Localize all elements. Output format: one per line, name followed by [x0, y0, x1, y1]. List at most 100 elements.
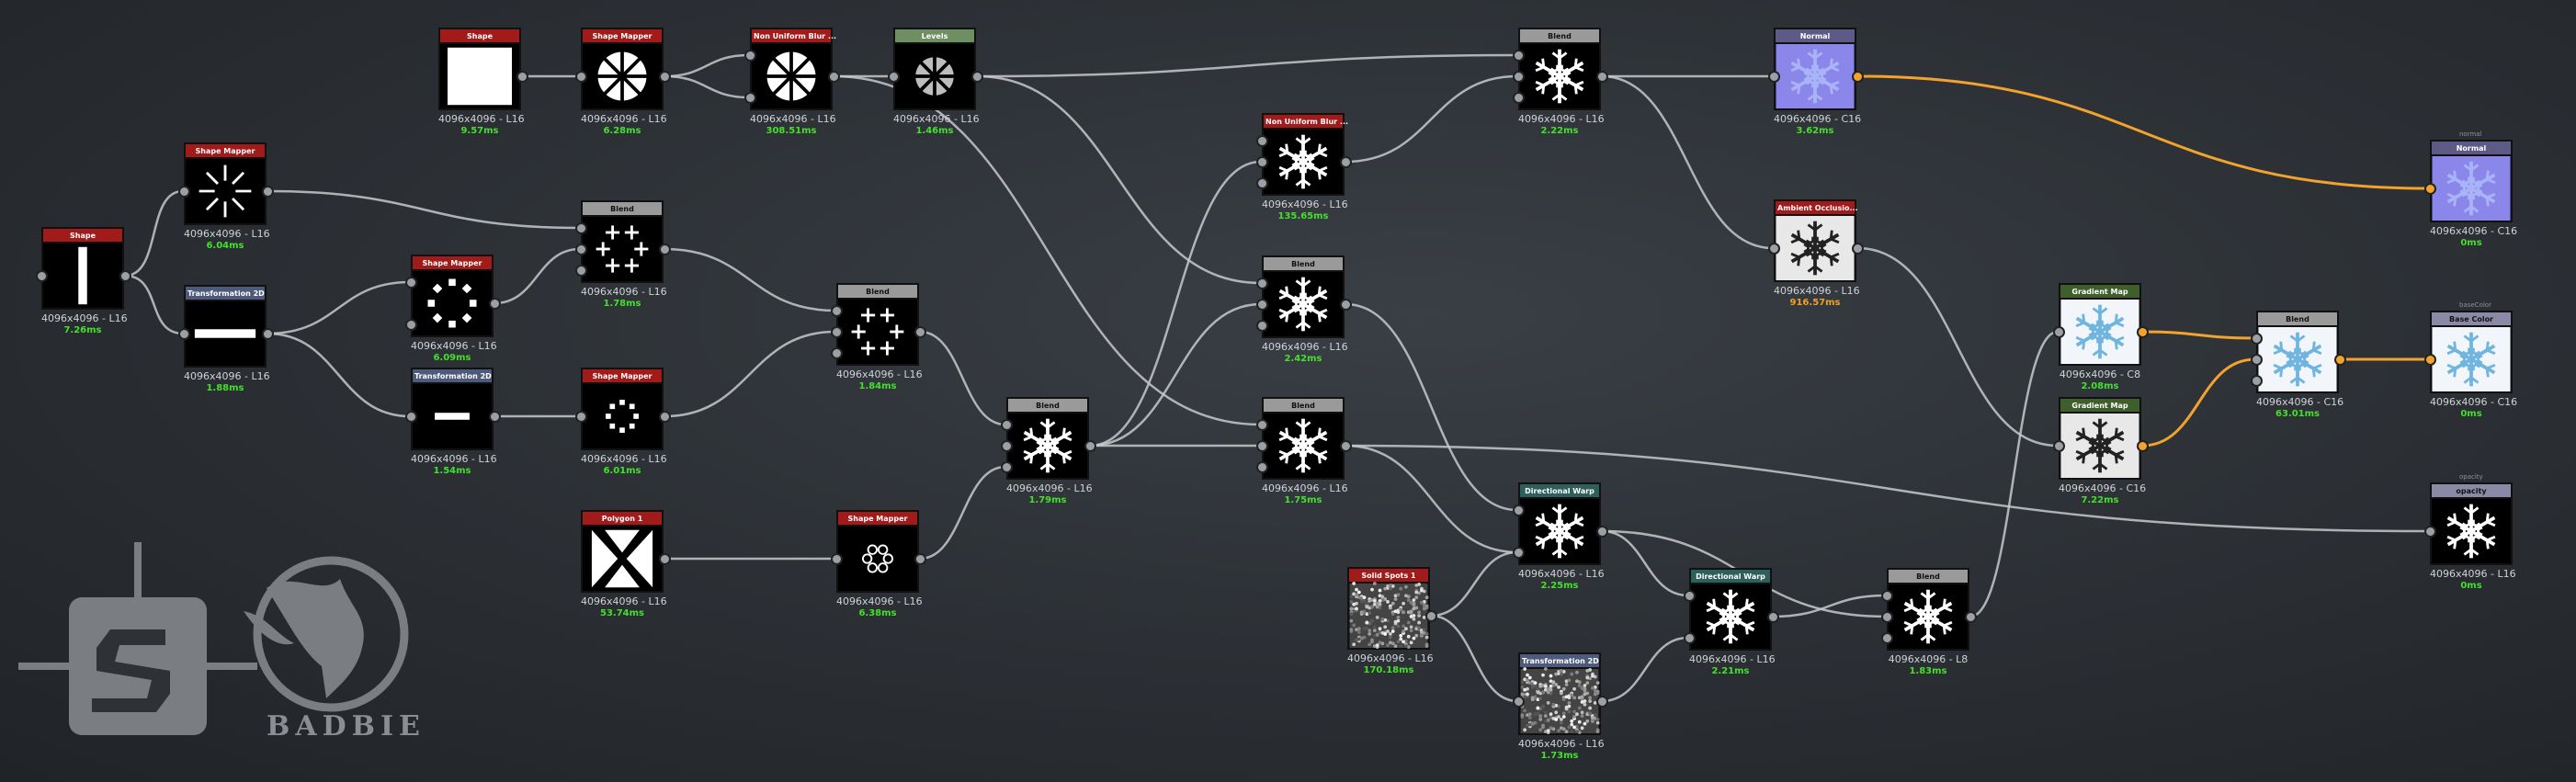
input-port[interactable]: [2424, 526, 2436, 538]
node-levels[interactable]: Levels 4096x4096 - L16 1.46ms: [893, 28, 980, 136]
input-port[interactable]: [36, 270, 48, 282]
node-blend_a[interactable]: Blend 4096x4096 - L16 1.78ms: [581, 200, 667, 309]
output-port[interactable]: [1596, 71, 1608, 83]
node-blend_f[interactable]: Blend 4096x4096 - L16 2.22ms: [1518, 28, 1605, 136]
node-gmap1[interactable]: Gradient Map 4096x4096 - C8 2.08ms: [2059, 283, 2141, 391]
input-port[interactable]: [1001, 440, 1013, 452]
input-port[interactable]: [178, 186, 190, 198]
input-port[interactable]: [1256, 461, 1268, 473]
input-port[interactable]: [1256, 299, 1268, 311]
input-port[interactable]: [2251, 333, 2263, 345]
node-sm_d[interactable]: Shape Mapper 4096x4096 - L16 6.38ms: [836, 510, 923, 618]
output-port[interactable]: [2137, 440, 2149, 452]
node-gmap2[interactable]: Gradient Map 4096x4096 - C16 7.22ms: [2059, 397, 2146, 505]
output-port[interactable]: [1596, 526, 1608, 538]
input-port[interactable]: [744, 92, 756, 104]
input-port[interactable]: [831, 326, 843, 338]
input-port[interactable]: [2251, 375, 2263, 387]
output-port[interactable]: [1084, 440, 1096, 452]
input-port[interactable]: [575, 244, 587, 255]
node-blend_h[interactable]: Blend 4096x4096 - C16 63.01ms: [2256, 311, 2343, 419]
input-port[interactable]: [2251, 354, 2263, 366]
input-port[interactable]: [1256, 419, 1268, 431]
output-port[interactable]: [262, 328, 274, 340]
input-port[interactable]: [2053, 440, 2065, 452]
input-port[interactable]: [1684, 632, 1696, 644]
output-port[interactable]: [516, 71, 528, 83]
input-port[interactable]: [405, 319, 417, 331]
input-port[interactable]: [1768, 71, 1780, 83]
input-port[interactable]: [1256, 320, 1268, 332]
node-shape2[interactable]: Shape 4096x4096 - L16 9.57ms: [438, 28, 525, 136]
node-dirwarp1[interactable]: Directional Warp 4096x4096 - L16 2.25ms: [1518, 482, 1605, 591]
node-blend_e[interactable]: Blend 4096x4096 - L16 1.75ms: [1262, 397, 1348, 505]
input-port[interactable]: [1513, 504, 1525, 516]
output-port[interactable]: [1767, 611, 1779, 623]
output-port[interactable]: [119, 270, 131, 282]
input-port[interactable]: [2053, 326, 2065, 338]
input-port[interactable]: [1684, 590, 1696, 602]
input-port[interactable]: [405, 277, 417, 289]
node-out_base[interactable]: Base Color 4096x4096 - C16 0ms: [2430, 311, 2517, 419]
node-spots[interactable]: Solid Spots 1 4096x4096 - L16 170.18ms: [1347, 567, 1434, 675]
node-sm_a[interactable]: Shape Mapper 4096x4096 - L16 6.04ms: [184, 142, 270, 251]
input-port[interactable]: [831, 347, 843, 359]
input-port[interactable]: [1001, 419, 1013, 431]
output-port[interactable]: [659, 411, 671, 423]
output-port[interactable]: [1340, 299, 1352, 311]
node-out_normal[interactable]: Normal 4096x4096 - C16 0ms: [2430, 140, 2517, 248]
input-port[interactable]: [1881, 611, 1893, 623]
output-port[interactable]: [2334, 354, 2346, 366]
node-shape1[interactable]: Shape 4096x4096 - L16 7.26ms: [41, 227, 128, 335]
output-port[interactable]: [659, 71, 671, 83]
node-normal1[interactable]: Normal 4096x4096 - C16 3.62ms: [1774, 28, 1861, 136]
node-nub2[interactable]: Non Uniform Blur ... 4096x4096 - L16 135…: [1262, 113, 1348, 221]
input-port[interactable]: [575, 411, 587, 423]
output-port[interactable]: [1965, 611, 1977, 623]
input-port[interactable]: [1513, 547, 1525, 559]
node-sm_b[interactable]: Shape Mapper 4096x4096 - L16 6.09ms: [411, 255, 497, 363]
node-nub[interactable]: Non Uniform Blur ... 4096x4096 - L16 308…: [750, 28, 836, 136]
output-port[interactable]: [1340, 156, 1352, 168]
output-port[interactable]: [1340, 440, 1352, 452]
node-tr_a[interactable]: Transformation 2D 4096x4096 - L16 1.88ms: [184, 285, 270, 393]
input-port[interactable]: [1256, 278, 1268, 289]
output-port[interactable]: [971, 71, 983, 83]
node-sm_c[interactable]: Shape Mapper 4096x4096 - L16 6.01ms: [581, 368, 667, 476]
input-port[interactable]: [2424, 354, 2436, 366]
output-port[interactable]: [1596, 696, 1608, 708]
node-blend_b[interactable]: Blend 4096x4096 - L16 1.84ms: [836, 283, 923, 391]
input-port[interactable]: [1881, 632, 1893, 644]
output-port[interactable]: [659, 553, 671, 565]
input-port[interactable]: [888, 71, 900, 83]
node-tr_b[interactable]: Transformation 2D 4096x4096 - L16 1.54ms: [411, 368, 497, 476]
input-port[interactable]: [178, 328, 190, 340]
input-port[interactable]: [1513, 92, 1525, 104]
input-port[interactable]: [575, 222, 587, 234]
node-dirwarp2[interactable]: Directional Warp 4096x4096 - L16 2.21ms: [1689, 568, 1776, 676]
input-port[interactable]: [1513, 696, 1525, 708]
input-port[interactable]: [405, 411, 417, 423]
output-port[interactable]: [914, 326, 926, 338]
input-port[interactable]: [1881, 590, 1893, 602]
input-port[interactable]: [1256, 156, 1268, 168]
input-port[interactable]: [831, 305, 843, 317]
node-poly[interactable]: Polygon 1 4096x4096 - L16 53.74ms: [581, 510, 667, 618]
input-port[interactable]: [575, 71, 587, 83]
node-sm_top[interactable]: Shape Mapper 4096x4096 - L16 6.28ms: [581, 28, 667, 136]
input-port[interactable]: [1768, 243, 1780, 255]
output-port[interactable]: [914, 553, 926, 565]
input-port[interactable]: [744, 50, 756, 62]
output-port[interactable]: [1852, 71, 1864, 83]
node-tr_c[interactable]: Transformation 2D 4096x4096 - L16 1.73ms: [1518, 652, 1605, 761]
output-port[interactable]: [489, 298, 501, 310]
input-port[interactable]: [1513, 71, 1525, 83]
node-out_opacity[interactable]: opacity 4096x4096 - L16 0ms: [2430, 482, 2516, 591]
input-port[interactable]: [1256, 177, 1268, 189]
output-port[interactable]: [489, 411, 501, 423]
input-port[interactable]: [1256, 135, 1268, 147]
input-port[interactable]: [1513, 50, 1525, 62]
output-port[interactable]: [2137, 326, 2149, 338]
input-port[interactable]: [2424, 183, 2436, 195]
node-blend_d[interactable]: Blend 4096x4096 - L16 2.42ms: [1262, 255, 1348, 364]
